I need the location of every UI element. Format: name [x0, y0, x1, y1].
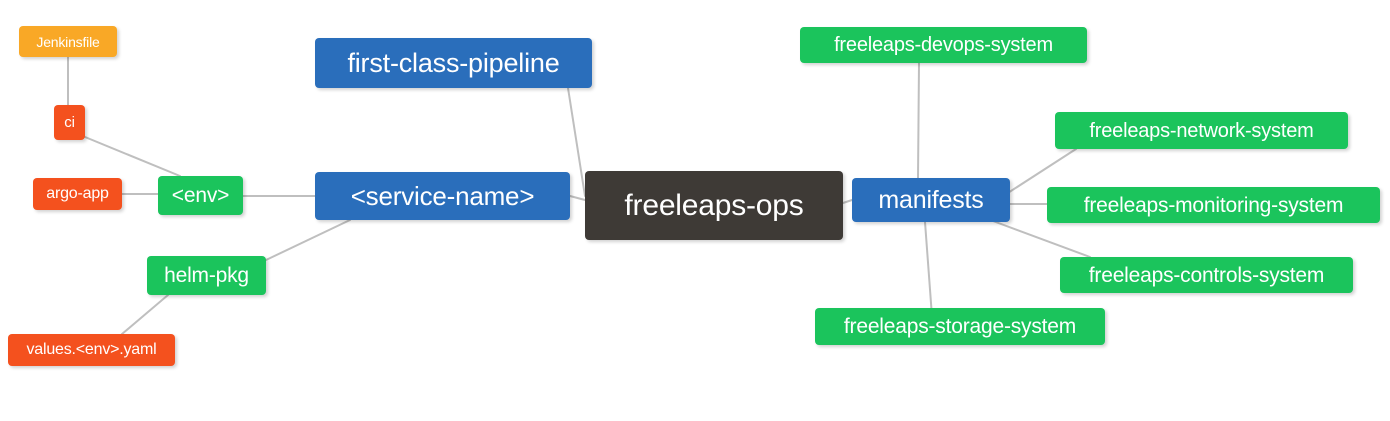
node-ci[interactable]: ci [54, 105, 85, 140]
edge-manifests-to-freeleaps-devops-system [917, 62, 920, 179]
node-freeleaps-controls-system[interactable]: freeleaps-controls-system [1060, 257, 1353, 293]
node-env[interactable]: <env> [158, 176, 243, 215]
node-service-name[interactable]: <service-name> [315, 172, 570, 220]
edge-env-to-ci [84, 136, 181, 177]
node-freeleaps-ops[interactable]: freeleaps-ops [585, 171, 843, 240]
node-label-freeleaps-network-system: freeleaps-network-system [1089, 119, 1314, 142]
node-label-argo-app: argo-app [46, 185, 109, 202]
node-label-values-env-yaml: values.<env>.yaml [26, 341, 157, 358]
node-freeleaps-storage-system[interactable]: freeleaps-storage-system [815, 308, 1105, 345]
edge-manifests-to-freeleaps-controls-system [984, 217, 1091, 258]
node-helm-pkg[interactable]: helm-pkg [147, 256, 266, 295]
edge-helm-pkg-to-values-env-yaml [121, 294, 169, 335]
node-manifests[interactable]: manifests [852, 178, 1010, 222]
node-freeleaps-devops-system[interactable]: freeleaps-devops-system [800, 27, 1087, 63]
node-jenkinsfile[interactable]: Jenkinsfile [19, 26, 117, 57]
node-label-service-name: <service-name> [350, 181, 535, 211]
node-values-env-yaml[interactable]: values.<env>.yaml [8, 334, 175, 366]
node-label-jenkinsfile: Jenkinsfile [36, 33, 100, 50]
node-label-ci: ci [64, 114, 75, 131]
node-label-freeleaps-devops-system: freeleaps-devops-system [834, 34, 1053, 56]
node-label-freeleaps-storage-system: freeleaps-storage-system [843, 315, 1077, 338]
node-label-helm-pkg: helm-pkg [164, 264, 249, 287]
edge-freeleaps-ops-to-manifests [842, 199, 853, 204]
node-freeleaps-network-system[interactable]: freeleaps-network-system [1055, 112, 1348, 149]
node-label-freeleaps-ops: freeleaps-ops [624, 188, 804, 222]
node-label-manifests: manifests [878, 185, 984, 214]
edge-service-name-to-helm-pkg [265, 219, 351, 261]
node-label-env: <env> [171, 184, 230, 207]
node-argo-app[interactable]: argo-app [33, 178, 122, 210]
node-label-freeleaps-monitoring-system: freeleaps-monitoring-system [1083, 193, 1344, 217]
edge-freeleaps-ops-to-service-name [569, 195, 586, 201]
edge-freeleaps-ops-to-first-class-pipeline [567, 87, 586, 197]
node-freeleaps-monitoring-system[interactable]: freeleaps-monitoring-system [1047, 187, 1380, 223]
node-first-class-pipeline[interactable]: first-class-pipeline [315, 38, 592, 88]
node-label-first-class-pipeline: first-class-pipeline [347, 47, 560, 78]
node-label-freeleaps-controls-system: freeleaps-controls-system [1088, 263, 1325, 287]
